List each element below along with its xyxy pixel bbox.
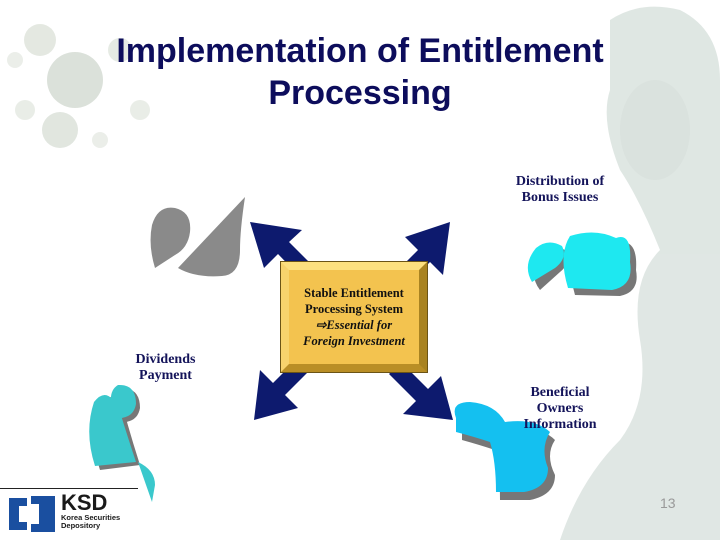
- floral-decoration: [7, 24, 150, 148]
- logo-subtitle: Korea Securities Depository: [61, 513, 121, 530]
- page-number: 13: [660, 495, 676, 511]
- logo-name: KSD: [61, 490, 108, 515]
- gray-leaf-shape: [150, 197, 245, 277]
- center-box-stable-entitlement: Stable Entitlement Processing System ⇨Es…: [281, 262, 427, 372]
- slide-title: Implementation of Entitlement Processing: [116, 32, 604, 112]
- right-arrow-icon: ⇨: [315, 318, 327, 332]
- logo-divider: [0, 488, 138, 489]
- center-line-2: Processing System: [304, 302, 404, 316]
- center-line-1: Stable Entitlement: [304, 286, 404, 300]
- label-distribution-bonus-issues: Distribution of Bonus Issues: [515, 174, 605, 205]
- label-beneficial-owners-information: Beneficial Owners Information: [523, 385, 597, 432]
- sky-blob-shape: [454, 402, 555, 500]
- center-line-4: Foreign Investment: [303, 334, 405, 348]
- statue-decoration: [560, 6, 720, 540]
- cyan-blob-shape: [527, 232, 637, 296]
- teal-leaf-shape: [89, 384, 155, 502]
- ksd-logo-icon: [9, 496, 55, 532]
- arrow-bottom-right-icon: [389, 362, 453, 420]
- label-dividends-payment: Dividends Payment: [135, 352, 196, 383]
- arrow-bottom-left-icon: [254, 356, 312, 420]
- center-line-3: Essential for: [326, 318, 393, 332]
